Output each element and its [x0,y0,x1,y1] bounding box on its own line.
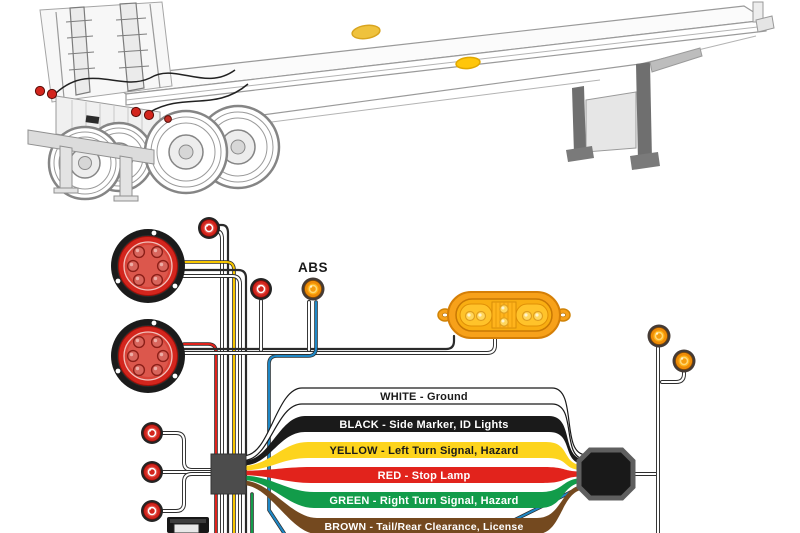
amber-marker-right-1 [646,323,672,349]
band-green [244,475,586,508]
band-yellow-label: YELLOW - Left Turn Signal, Hazard [329,445,518,457]
abs-label: ABS [298,260,328,275]
band-white-label: WHITE - Ground [380,391,468,403]
trailer-harness-wires [55,69,249,124]
trailer-headboard [39,1,173,103]
oval-turn-lamp [437,291,571,339]
junction-box-left [210,453,247,495]
band-red-label: RED - Stop Lamp [378,470,471,482]
band-black [244,416,586,466]
band-black-label: BLACK - Side Marker, ID Lights [339,419,508,431]
band-brown-label: BROWN - Tail/Rear Clearance, License [325,521,524,533]
trailer-rear-lights [34,85,172,123]
band-green-label: GREEN - Right Turn Signal, Hazard [329,495,518,507]
trailer-side-marker-amber [455,56,481,70]
harness-bands: WHITE - Ground BLACK - Side Marker, ID L… [243,387,587,533]
tail-light-lower [110,318,186,394]
amber-marker-right-2 [671,348,697,374]
trailer-wheels [47,104,281,201]
red-marker-left-2 [140,460,164,484]
band-yellow [244,442,586,471]
tail-light-upper [110,228,186,304]
red-marker-left-3 [140,499,164,523]
license-plate-light [167,517,209,533]
trailer-deck-marker-amber [351,24,381,40]
trailer-illustration [27,1,775,202]
band-red [244,467,586,483]
trailer-rear-bumper [27,129,155,165]
nose-box [576,447,636,501]
left-marker-wires [161,431,215,513]
red-marker-top [197,216,221,240]
trailer-deck-top [102,5,768,95]
abs-indicator-lamp [300,276,326,302]
red-marker-mid [249,277,273,301]
band-brown [244,480,586,533]
red-marker-left-1 [140,421,164,445]
wiring-diagram: WHITE - Ground BLACK - Side Marker, ID L… [110,216,697,533]
right-wires [628,346,686,533]
trailer-landing-gear [566,47,703,170]
